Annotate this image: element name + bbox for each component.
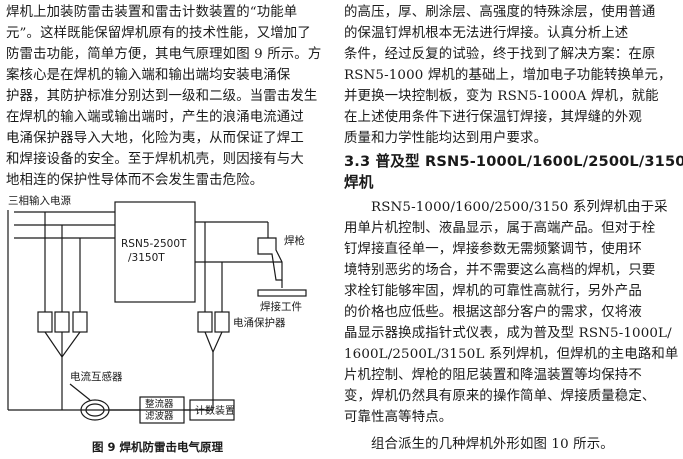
section-heading: 3.3 普及型 RSN5-1000L/1600L/2500L/3150L xyxy=(344,153,683,170)
input-protector-1 xyxy=(37,311,53,333)
label-filter: 滤波器 xyxy=(145,410,174,422)
paragraph-line: 和焊接设备的安全。至于焊机机壳，则因接有与大 xyxy=(6,152,304,167)
paragraph-line: 条件，经过反复的试验，终于找到了解决方案：在原 xyxy=(344,47,656,62)
workpiece-plate xyxy=(257,289,307,297)
label-machine-model-2: /3150T xyxy=(128,252,165,264)
paragraph-line: 求栓钉能够牢固，焊机的可靠性高就行，另外产品 xyxy=(344,284,642,299)
label-surge-protector: 电涌保护器 xyxy=(233,316,286,329)
label-rectifier: 整流器 xyxy=(145,398,174,410)
paragraph-line: 钉焊接直径单一，焊接参数无需频繁调节，使用环 xyxy=(344,242,642,257)
output-protector-2 xyxy=(214,311,230,333)
paragraph-line: 焊机上加装防雷击装置和雷击计数装置的“功能单 xyxy=(6,5,298,20)
output-protector-1 xyxy=(197,311,213,333)
paragraph-line: 在焊机的输入端或输出端时，产生的浪涌电流通过 xyxy=(6,110,304,125)
paragraph-line: 境特别恶劣的场合，并不需要这么高档的焊机，只要 xyxy=(344,263,656,278)
paragraph-line: RSN5-1000/1600/2500/3150 系列焊机由于采 xyxy=(371,200,668,215)
paragraph-line: 晶显示器换成指针式仪表，成为普及型 RSN5-1000L/ xyxy=(344,326,672,341)
input-protector-2 xyxy=(54,311,70,333)
label-machine-model: RSN5-2500T xyxy=(121,238,187,250)
welder-box xyxy=(114,201,196,303)
label-gun: 焊枪 xyxy=(284,234,305,247)
paragraph-line: RSN5-1000 焊机的基础上，增加电子功能转换单元， xyxy=(344,68,672,83)
label-counter: 计数装置 xyxy=(195,404,235,417)
label-workpiece: 焊接工件 xyxy=(260,300,302,313)
paragraph-line: 1600L/2500L/3150L 系列焊机，但焊机的主电路和单 xyxy=(344,347,679,362)
paragraph-line: 地相连的保护性导体而不会发生雷击危险。 xyxy=(6,173,264,188)
paragraph-line: 质量和力学性能均达到用户要求。 xyxy=(344,131,548,146)
paragraph-line: 护器，其防护标准分别达到一级和二级。当雷击发生 xyxy=(6,89,318,104)
label-input-power: 三相输入电源 xyxy=(8,194,71,207)
label-current-transformer: 电流互感器 xyxy=(70,370,123,383)
paragraph-line: 元”。这样既能保留焊机原有的技术性能，又增加了 xyxy=(6,26,311,41)
gun-shape xyxy=(257,237,283,281)
paragraph-line: 组合派生的几种焊机外形如图 10 所示。 xyxy=(371,437,614,452)
paragraph-line: 案核心是在焊机的输入端和输出端均安装电涌保 xyxy=(6,68,291,83)
paragraph-line: 防雷击功能，简单方便，其电气原理如图 9 所示。方 xyxy=(6,47,322,62)
paragraph-line: 并更换一块控制板，变为 RSN5-1000A 焊机，就能 xyxy=(344,89,659,104)
paragraph-line: 的保温钉焊机根本无法进行焊接。认真分析上述 xyxy=(344,26,629,41)
paragraph-line: 电涌保护器导入大地，化险为夷，从而保证了焊工 xyxy=(6,131,304,146)
section-heading-cont: 焊机 xyxy=(344,174,374,191)
paragraph-line: 的高压，厚、刷涂层、高强度的特殊涂层，使用普通 xyxy=(344,5,656,20)
figure-caption: 图 9 焊机防雷击电气原理 xyxy=(92,440,224,454)
paragraph-line: 的价格也应低些。根据这部分客户的需求，仅将液 xyxy=(344,305,642,320)
lightning-protection-schematic: 三相输入电源 RSN5-2500T /3150T 焊枪 焊接工件 电涌保护器 电… xyxy=(7,194,307,424)
paragraph-line: 用单片机控制、液晶显示，属于高端产品。但对于栓 xyxy=(344,221,656,236)
input-protector-3 xyxy=(72,311,88,333)
paragraph-line: 变，焊机仍然具有原来的操作简单、焊接质量稳定、 xyxy=(344,389,656,404)
paragraph-line: 在上述使用条件下进行保温钉焊接，其焊缝的外观 xyxy=(344,110,642,125)
paragraph-line: 可靠性高等特点。 xyxy=(344,410,453,425)
paragraph-line: 片机控制、焊枪的阻尼装置和降温装置等均保持不 xyxy=(344,368,642,383)
